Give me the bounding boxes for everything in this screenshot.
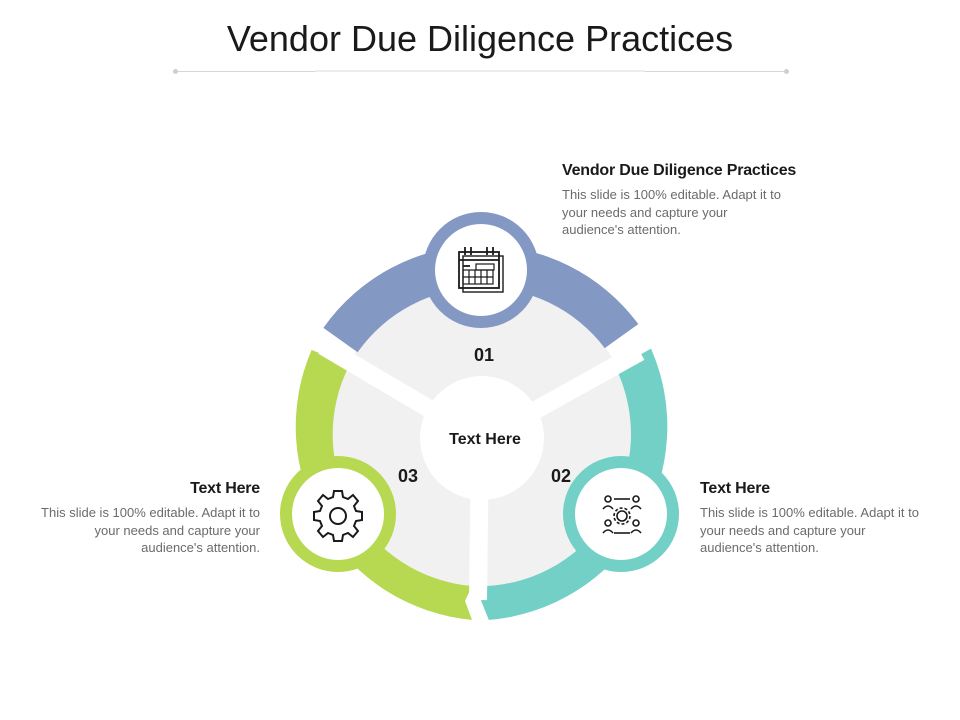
callout-segment-03-body: This slide is 100% editable. Adapt it to…	[41, 505, 260, 555]
slide-title: Vendor Due Diligence Practices	[226, 18, 734, 59]
network-settings-icon	[602, 495, 642, 534]
center-circle	[420, 376, 544, 500]
title-divider	[173, 69, 789, 74]
center-label: Text Here	[449, 431, 521, 448]
segment-01-arc	[323, 245, 639, 353]
segment-01-number: 01	[474, 345, 494, 365]
gear-icon	[313, 490, 363, 542]
segment-02-icon-disc	[575, 468, 667, 560]
callout-segment-02-body: This slide is 100% editable. Adapt it to…	[700, 505, 919, 555]
calendar-icon	[458, 247, 504, 293]
callout-segment-02: Text Here This slide is 100% editable. A…	[700, 480, 930, 557]
callout-segment-01-body: This slide is 100% editable. Adapt it to…	[562, 187, 781, 237]
segment-03-number: 03	[398, 466, 418, 486]
callout-segment-02-heading: Text Here	[700, 480, 770, 497]
segment-03-icon-disc	[292, 468, 384, 560]
callout-segment-03: Text Here This slide is 100% editable. A…	[30, 480, 260, 557]
title-divider-accent	[315, 70, 645, 72]
callout-segment-01: Vendor Due Diligence Practices This slid…	[562, 162, 852, 239]
callout-segment-01-heading: Vendor Due Diligence Practices	[562, 162, 797, 179]
callout-segment-03-heading: Text Here	[190, 480, 260, 497]
segment-02-number: 02	[551, 466, 571, 486]
